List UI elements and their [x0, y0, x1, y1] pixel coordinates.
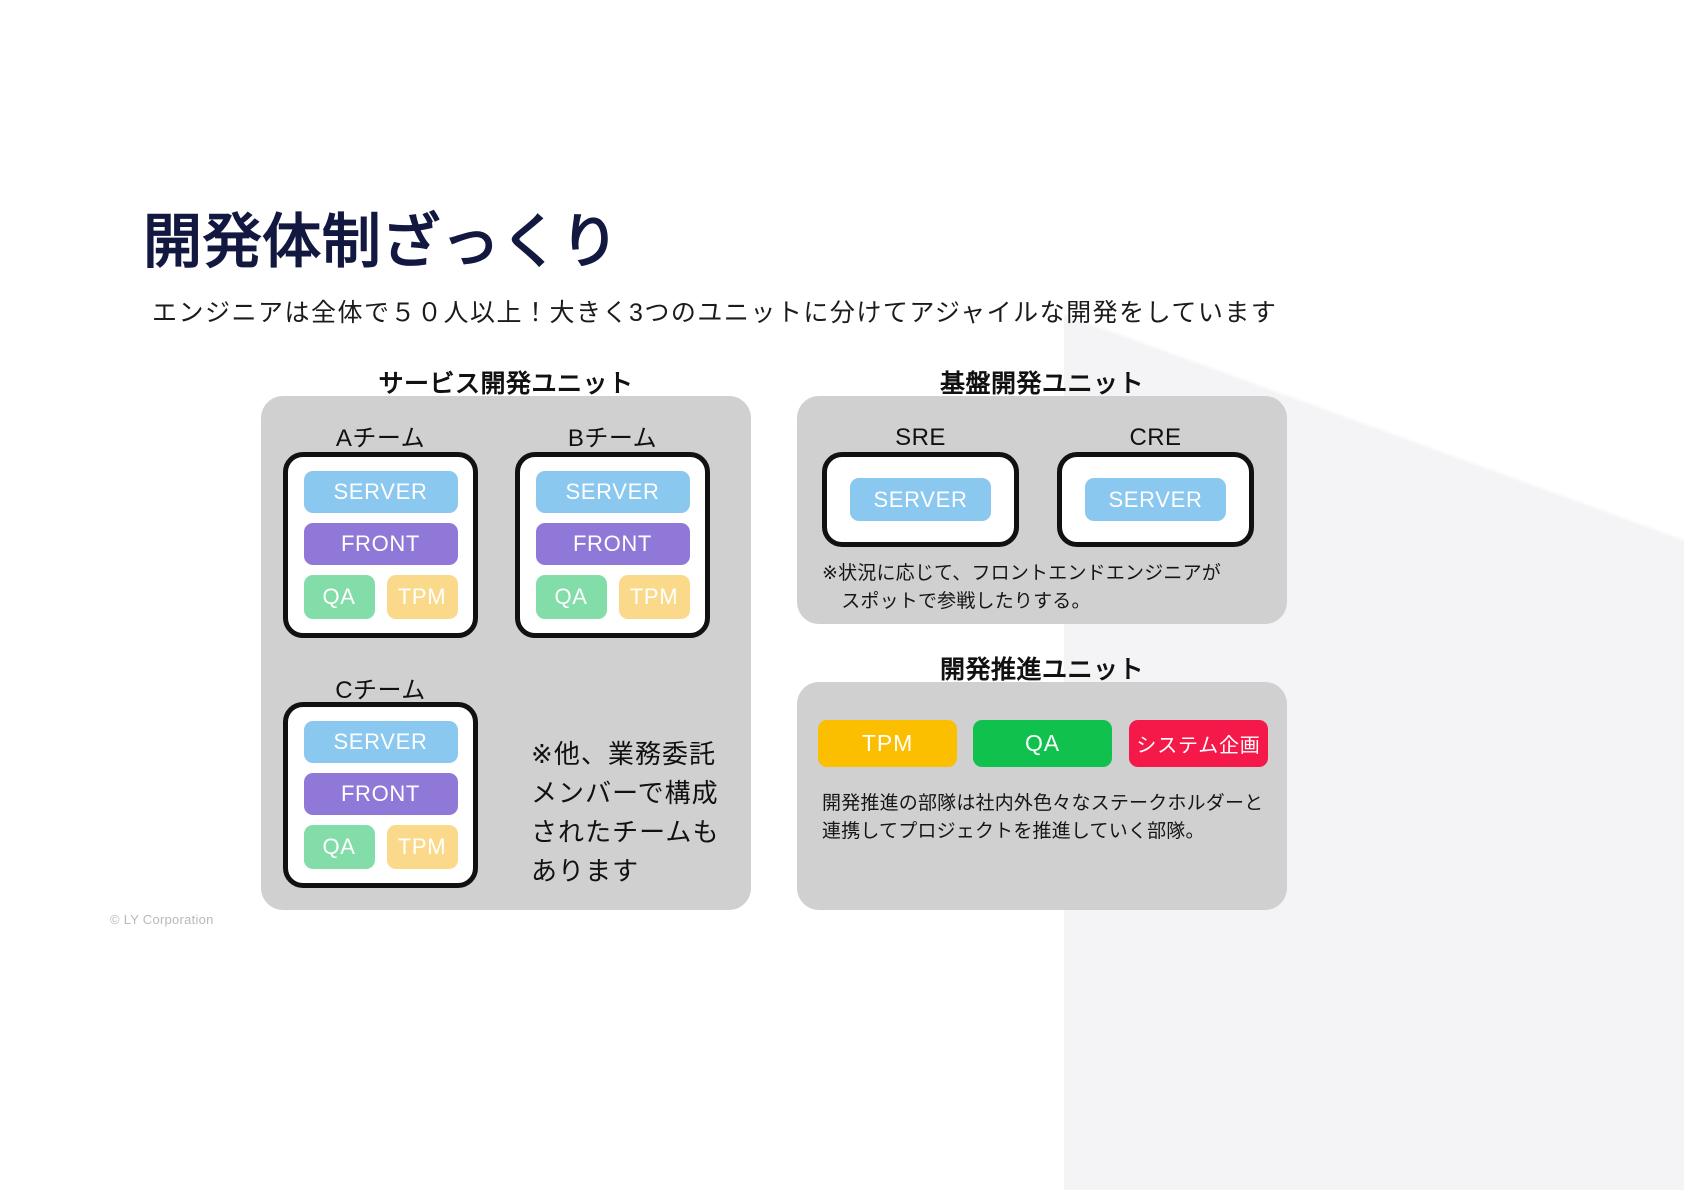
chip-front[interactable]: FRONT [535, 523, 690, 565]
team-label-c: Cチーム [335, 677, 426, 704]
team-label-b: Bチーム [567, 425, 658, 452]
chip-front[interactable]: FRONT [303, 773, 458, 815]
unit-heading-promotion: 開発推進ユニット [939, 656, 1144, 684]
copyright-text: © LY Corporation [110, 912, 214, 927]
team-card-a[interactable]: SERVER FRONT QA TPM [283, 452, 478, 638]
note-promotion-unit: 開発推進の部隊は社内外色々なステークホルダーと 連携してプロジェクトを推進してい… [822, 793, 1264, 842]
note-service-unit: ※他、業務委託 メンバーで構成 されたチームも あります [531, 739, 720, 886]
chip-row-qa-tpm: QA TPM [303, 825, 458, 869]
team-label-sre: SRE [895, 424, 946, 451]
page-subtitle: エンジニアは全体で５０人以上！大きく3つのユニットに分けてアジャイルな開発をして… [152, 299, 1278, 327]
chip-tpm[interactable]: TPM [618, 575, 690, 619]
chip-qa[interactable]: QA [535, 575, 607, 619]
unit-heading-platform: 基盤開発ユニット [939, 370, 1144, 398]
team-card-sre[interactable]: SERVER [822, 452, 1019, 547]
team-card-cre[interactable]: SERVER [1057, 452, 1254, 547]
chip-server[interactable]: SERVER [850, 478, 991, 521]
chip-qa[interactable]: QA [303, 825, 375, 869]
chip-promo-qa[interactable]: QA [973, 720, 1112, 767]
chip-promo-system-planning[interactable]: システム企画 [1129, 720, 1268, 767]
chip-front[interactable]: FRONT [303, 523, 458, 565]
team-label-cre: CRE [1129, 424, 1182, 451]
note-platform-unit: ※状況に応じて、フロントエンドエンジニアが スポットで参戦したりする。 [822, 563, 1221, 612]
chip-server[interactable]: SERVER [303, 721, 458, 763]
chip-promo-tpm[interactable]: TPM [818, 720, 957, 767]
chip-server[interactable]: SERVER [303, 471, 458, 513]
chip-server[interactable]: SERVER [1085, 478, 1226, 521]
unit-heading-service: サービス開発ユニット [378, 370, 634, 398]
chip-qa[interactable]: QA [303, 575, 375, 619]
chip-tpm[interactable]: TPM [386, 575, 458, 619]
team-card-c[interactable]: SERVER FRONT QA TPM [283, 702, 478, 888]
chip-tpm[interactable]: TPM [386, 825, 458, 869]
page-title: 開発体制ざっくり [143, 209, 620, 275]
team-card-b[interactable]: SERVER FRONT QA TPM [515, 452, 710, 638]
team-label-a: Aチーム [335, 425, 426, 452]
chip-row-qa-tpm: QA TPM [535, 575, 690, 619]
chip-row-qa-tpm: QA TPM [303, 575, 458, 619]
chip-server[interactable]: SERVER [535, 471, 690, 513]
